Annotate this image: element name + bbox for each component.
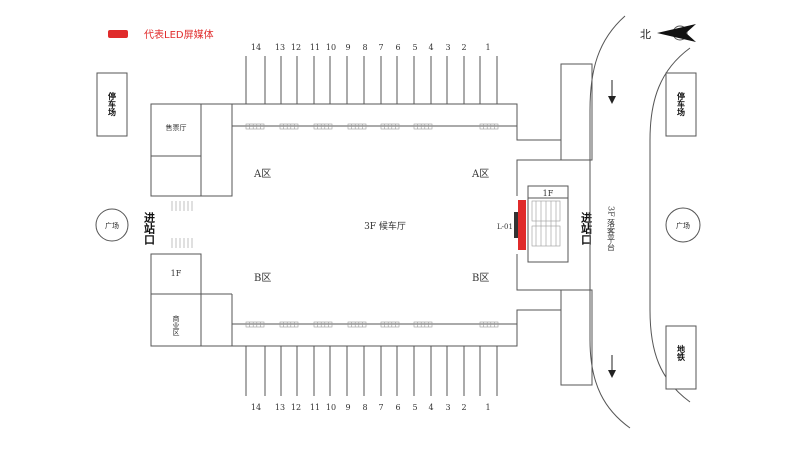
traffic-arrow-down-top-icon [608, 80, 616, 104]
north-arrow-icon [657, 24, 696, 42]
bench-row [347, 123, 367, 130]
bench-row [279, 321, 299, 328]
zone-b-left: B区 [254, 272, 271, 284]
floor-1f-left [150, 253, 202, 295]
track-number-bottom: 13 [275, 403, 285, 412]
zone-a-left: A区 [253, 168, 271, 180]
bench-row [347, 321, 367, 328]
plaza-left-label: 广场 [105, 221, 119, 230]
track-number-top: 2 [461, 43, 466, 52]
track-number-bottom: 5 [412, 403, 417, 412]
bench-row [313, 321, 333, 328]
compass: 北 [640, 24, 696, 42]
subway-label: 地铁 [677, 344, 686, 362]
benches-bottom [245, 321, 499, 328]
bench-row [413, 321, 433, 328]
track-number-bottom: 6 [395, 403, 400, 412]
track-number-top: 1 [485, 43, 490, 52]
track-number-bottom: 9 [345, 403, 350, 412]
track-number-top: 14 [251, 43, 261, 52]
track-number-top: 8 [362, 43, 367, 52]
legend: 代表LED屏媒体 [108, 28, 214, 41]
bench-row [279, 123, 299, 130]
led-screen-l01 [518, 200, 526, 250]
bench-row [245, 321, 265, 328]
gate-bottom [171, 238, 193, 248]
track-number-top: 6 [395, 43, 400, 52]
entrance-right-label: 进站口 [580, 211, 593, 246]
tracks-bottom: 14 13 12 11 10 9 8 7 6 5 4 3 2 1 [245, 346, 498, 412]
tracks-top: 14 13 12 11 10 9 8 7 6 5 4 3 2 1 [245, 43, 498, 104]
legend-led-swatch [108, 30, 128, 38]
track-number-bottom: 11 [310, 403, 320, 412]
track-number-bottom: 14 [251, 403, 261, 412]
gate-top [171, 201, 193, 211]
parking-right: 停车场 [665, 72, 697, 137]
subway: 地铁 [665, 325, 697, 390]
led-screen-l01-label: L-01 [497, 223, 513, 231]
entrance-left-label: 进站口 [143, 211, 156, 246]
track-number-top: 11 [310, 43, 320, 52]
parking-left: 停车场 [96, 72, 128, 137]
ticket-hall [150, 103, 202, 157]
gates-right [531, 200, 561, 247]
plaza-left: 广场 [95, 208, 129, 242]
bench-row [245, 123, 265, 130]
track-number-top: 13 [275, 43, 285, 52]
track-number-top: 3 [445, 43, 450, 52]
right-building: 1F L-01 进站口 3F 落客平台 [497, 63, 616, 386]
right-tower-top [560, 63, 593, 161]
track-number-bottom: 8 [362, 403, 367, 412]
right-tower-bottom [560, 289, 593, 386]
track-number-bottom: 3 [445, 403, 450, 412]
compass-label: 北 [640, 28, 651, 41]
left-building: 售票厅 进站口 1F 商业区 [143, 103, 233, 347]
floor-1f-right-label: 1F [543, 189, 554, 198]
bench-row [413, 123, 433, 130]
track-number-bottom: 4 [428, 403, 433, 412]
track-number-top: 9 [345, 43, 350, 52]
waiting-hall-label: 3F 候车厅 [364, 220, 406, 232]
traffic-arrow-down-bottom-icon [608, 355, 616, 378]
ticket-hall-label: 售票厅 [166, 123, 187, 132]
bench-row [479, 123, 499, 130]
departure-platform-label: 3F 落客平台 [607, 206, 616, 252]
bench-row [479, 321, 499, 328]
plaza-right-label: 广场 [676, 221, 690, 230]
waiting-hall: 3F 候车厅 A区 A区 B区 B区 [232, 103, 562, 347]
commercial-label: 商业区 [172, 314, 180, 336]
zone-b-right: B区 [472, 272, 489, 284]
track-number-top: 12 [291, 43, 301, 52]
track-number-bottom: 10 [326, 403, 336, 412]
parking-right-label: 停车场 [677, 91, 686, 117]
track-number-bottom: 2 [461, 403, 466, 412]
track-number-bottom: 1 [485, 403, 490, 412]
bench-row [380, 321, 400, 328]
track-number-bottom: 12 [291, 403, 301, 412]
track-number-bottom: 7 [378, 403, 383, 412]
track-number-top: 5 [412, 43, 417, 52]
floor-1f-right [527, 185, 569, 263]
benches-top [245, 123, 499, 130]
legend-label: 代表LED屏媒体 [144, 28, 214, 41]
bench-row [380, 123, 400, 130]
track-number-top: 10 [326, 43, 336, 52]
led-screen-mount [514, 212, 518, 238]
parking-left-label: 停车场 [108, 91, 117, 117]
floor-1f-left-label: 1F [171, 269, 182, 278]
track-number-top: 7 [378, 43, 383, 52]
commercial-area [150, 293, 202, 347]
plaza-right: 广场 [665, 207, 701, 243]
bench-row [313, 123, 333, 130]
zone-a-right: A区 [471, 168, 489, 180]
track-number-top: 4 [428, 43, 433, 52]
